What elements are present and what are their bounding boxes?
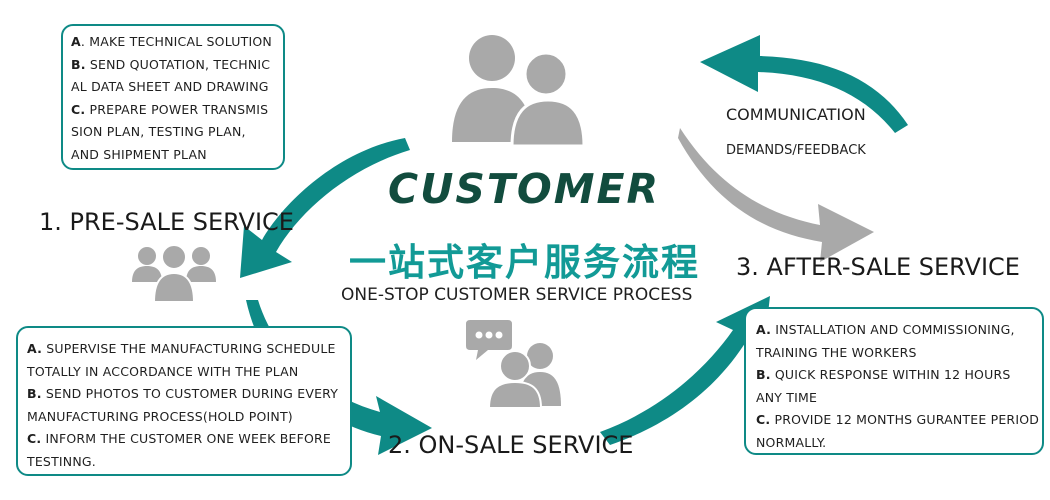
presale-line: C. PREPARE POWER TRANSMIS [71, 99, 283, 122]
onsale-line-key: A. [27, 341, 43, 356]
presale-line-text: AND SHIPMENT PLAN [71, 146, 207, 162]
aftersale-line: TRAINING THE WORKERS [756, 342, 1042, 365]
aftersale-line-key: B. [756, 367, 771, 383]
onsale-line-text: INFORM THE CUSTOMER ONE WEEK BEFORE [41, 431, 332, 447]
customer-title: CUSTOMER [388, 165, 661, 213]
onsale-group-icon [487, 343, 561, 409]
presale-line: SION PLAN, TESTING PLAN, [71, 121, 283, 144]
communication-label: COMMUNICATION [726, 105, 866, 124]
aftersale-line-text: QUICK RESPONSE WITHIN 12 HOURS [770, 367, 1011, 383]
presale-line: AL DATA SHEET AND DRAWING [71, 76, 283, 99]
presale-title: 1. PRE-SALE SERVICE [39, 208, 294, 236]
presale-line-text: SEND QUOTATION, TECHNIC [85, 56, 271, 72]
onsale-title: 2. ON-SALE SERVICE [388, 431, 634, 459]
aftersale-line-text: NORMALLY. [756, 434, 827, 450]
aftersale-line: B. QUICK RESPONSE WITHIN 12 HOURS [756, 364, 1042, 387]
onsale-line-text: SUPERVISE THE MANUFACTURING SCHEDULE [42, 341, 336, 356]
aftersale-line: ANY TIME [756, 387, 1042, 410]
presale-line-key: B. [71, 56, 86, 72]
chat-bubble-icon [466, 320, 512, 360]
onsale-line-text: TESTINNG. [27, 453, 96, 469]
arrow-feedback-down [678, 128, 874, 262]
aftersale-line: A. INSTALLATION AND COMMISSIONING, [756, 319, 1042, 342]
presale-line-text: AL DATA SHEET AND DRAWING [71, 79, 269, 95]
presale-line-text: PREPARE POWER TRANSMIS [85, 101, 269, 117]
presale-line-key: C. [71, 101, 86, 117]
onsale-line: A. SUPERVISE THE MANUFACTURING SCHEDULE [27, 338, 350, 361]
aftersale-line-key: C. [756, 412, 771, 428]
presale-line-key: A [71, 34, 81, 49]
process-subtitle: ONE-STOP CUSTOMER SERVICE PROCESS [341, 285, 693, 305]
aftersale-line-text: INSTALLATION AND COMMISSIONING, [771, 322, 1015, 337]
aftersale-line: NORMALLY. [756, 432, 1042, 455]
onsale-line-text: MANUFACTURING PROCESS(HOLD POINT) [27, 408, 293, 424]
onsale-line: TESTINNG. [27, 451, 350, 474]
arrow-to-onsale [246, 300, 432, 455]
onsale-line: B. SEND PHOTOS TO CUSTOMER DURING EVERY [27, 383, 350, 406]
presale-line: A. MAKE TECHNICAL SOLUTION [71, 31, 283, 54]
aftersale-title: 3. AFTER-SALE SERVICE [736, 253, 1020, 281]
onsale-line-text: SEND PHOTOS TO CUSTOMER DURING EVERY [41, 386, 339, 402]
presale-line-text: . MAKE TECHNICAL SOLUTION [80, 34, 272, 49]
aftersale-line-text: ANY TIME [756, 389, 818, 405]
chinese-title: 一站式客户服务流程 [349, 241, 700, 284]
onsale-line: TOTALLY IN ACCORDANCE WITH THE PLAN [27, 361, 350, 384]
onsale-line-text: TOTALLY IN ACCORDANCE WITH THE PLAN [27, 363, 299, 379]
aftersale-line: C. PROVIDE 12 MONTHS GURANTEE PERIOD [756, 409, 1042, 432]
arrow-to-presale [240, 138, 410, 278]
aftersale-line-key: A. [756, 322, 772, 337]
onsale-details-box: A. SUPERVISE THE MANUFACTURING SCHEDULE T… [16, 326, 352, 476]
onsale-line-key: B. [27, 386, 42, 402]
aftersale-details-box: A. INSTALLATION AND COMMISSIONING, TRAINI… [744, 307, 1044, 455]
aftersale-line-text: PROVIDE 12 MONTHS GURANTEE PERIOD [770, 412, 1040, 428]
presale-line: AND SHIPMENT PLAN [71, 144, 283, 167]
onsale-line-key: C. [27, 431, 42, 447]
presale-line-text: SION PLAN, TESTING PLAN, [71, 124, 246, 140]
presale-line: B. SEND QUOTATION, TECHNIC [71, 54, 283, 77]
presale-group-icon [132, 244, 216, 303]
aftersale-line-text: TRAINING THE WORKERS [756, 344, 917, 360]
customer-group-icon [452, 35, 586, 148]
onsale-line: C. INFORM THE CUSTOMER ONE WEEK BEFORE [27, 428, 350, 451]
demands-feedback-label: DEMANDS/FEEDBACK [726, 143, 866, 158]
arrow-communication-up [700, 35, 908, 133]
onsale-line: MANUFACTURING PROCESS(HOLD POINT) [27, 406, 350, 429]
